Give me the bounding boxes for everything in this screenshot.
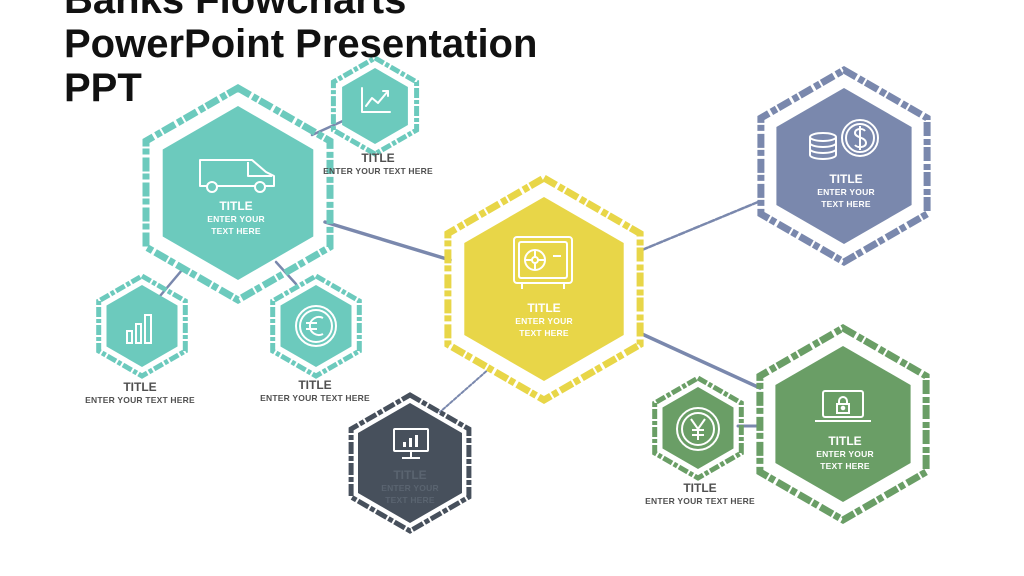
safe-node-label: TITLE ENTER YOUR TEXT HERE (504, 301, 584, 339)
yen-node-label: TITLE ENTER YOUR TEXT HERE (645, 481, 755, 507)
van-node-label: TITLE ENTER YOUR TEXT HERE (196, 199, 276, 237)
node-title: TITLE (123, 380, 157, 394)
connectors (158, 118, 762, 428)
yen-coin-icon (676, 407, 720, 451)
safe-icon (513, 236, 573, 289)
laptop-lock-icon (815, 390, 871, 422)
title-line-2: PowerPoint Presentation (64, 22, 538, 66)
node-body: ENTER YOUR TEXT HERE (85, 395, 195, 405)
node-body: ENTER YOUR TEXT HERE (260, 393, 370, 403)
page-title: Banks Flowcharts PowerPoint Presentation… (64, 0, 537, 110)
connector-van-bars (158, 268, 184, 298)
node-title: TITLE (828, 434, 862, 448)
hex-chart (330, 55, 420, 157)
node-title: TITLE (298, 378, 332, 392)
hex-monitor (348, 392, 472, 534)
monitor-node-label: TITLE ENTER YOUR TEXT HERE (370, 468, 450, 506)
title-line-1: Banks Flowcharts (64, 0, 407, 22)
connector-safe-monitor (439, 367, 491, 413)
monitor-chart-icon (393, 428, 429, 459)
hex-laptop (756, 323, 930, 525)
node-body: ENTER YOUR TEXT HERE (816, 449, 874, 471)
node-title: TITLE (527, 301, 561, 315)
hex-coins (757, 65, 931, 267)
node-body: ENTER YOUR TEXT HERE (515, 316, 573, 338)
chart-node-label: TITLE ENTER YOUR TEXT HERE (323, 151, 433, 177)
node-title: TITLE (829, 172, 863, 186)
laptop-node-label: TITLE ENTER YOUR TEXT HERE (805, 434, 885, 472)
connector-safe-coins (640, 200, 760, 252)
hex-euro (270, 273, 362, 379)
line-chart-icon (361, 87, 391, 113)
node-body: ENTER YOUR TEXT HERE (817, 187, 875, 209)
title-line-3: PPT (64, 66, 142, 110)
connector-safe-laptop (640, 332, 762, 390)
connector-van-chart (310, 118, 347, 137)
node-title: TITLE (219, 199, 253, 213)
node-body: ENTER YOUR TEXT HERE (323, 166, 433, 176)
coins-node-label: TITLE ENTER YOUR TEXT HERE (806, 172, 886, 210)
euro-node-label: TITLE ENTER YOUR TEXT HERE (260, 378, 370, 404)
node-body: ENTER YOUR TEXT HERE (381, 483, 439, 505)
hex-safe (444, 173, 644, 405)
node-body: ENTER YOUR TEXT HERE (207, 214, 265, 236)
bars-node-label: TITLE ENTER YOUR TEXT HERE (85, 380, 195, 406)
node-title: TITLE (393, 468, 427, 482)
node-body: ENTER YOUR TEXT HERE (645, 496, 755, 506)
connector-van-safe (323, 220, 452, 262)
van-icon (199, 159, 275, 193)
node-title: TITLE (683, 481, 717, 495)
euro-coin-icon (295, 305, 337, 347)
node-title: TITLE (361, 151, 395, 165)
bar-chart-icon (126, 314, 152, 344)
hex-van (142, 83, 334, 305)
coins-dollar-icon (809, 119, 879, 160)
